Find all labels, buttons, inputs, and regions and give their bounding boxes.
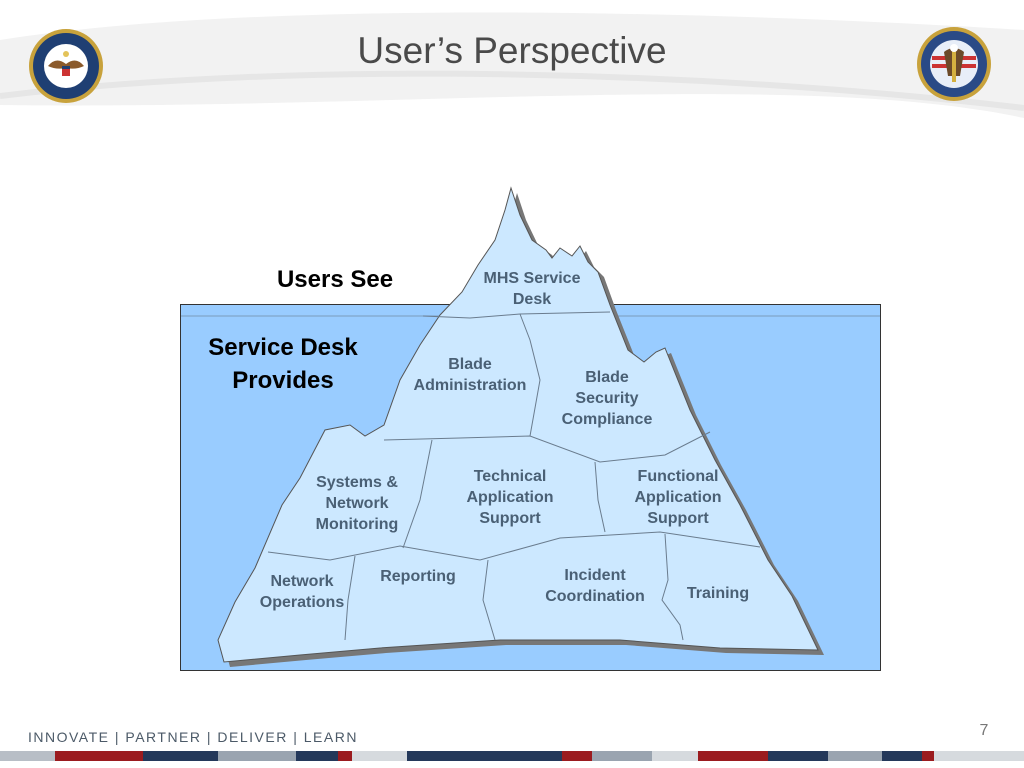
network-operations-line-1: Network <box>270 573 334 590</box>
technical-application-support-block: Technical Application Support <box>445 466 575 529</box>
incident-coordination-line-1: Incident <box>564 567 626 584</box>
mhs-service-desk-block: MHS Service Desk <box>467 268 597 310</box>
incident-coordination-block: Incident Coordination <box>530 565 660 607</box>
service-desk-provides-label: Service Desk Provides <box>188 331 378 397</box>
functional-application-support-line-2: Application <box>634 489 722 506</box>
service-desk-provides-line-2: Provides <box>232 367 334 394</box>
service-desk-provides-line-1: Service Desk <box>208 334 358 361</box>
network-operations-block: Network Operations <box>242 571 362 613</box>
systems-network-monitoring-line-1: Systems & <box>316 474 398 491</box>
functional-application-support-line-1: Functional <box>637 468 719 485</box>
blade-administration-line-1: Blade <box>448 356 492 373</box>
training-line-1: Training <box>686 585 750 602</box>
functional-application-support-block: Functional Application Support <box>613 466 743 529</box>
page-number: 7 <box>979 722 989 739</box>
users-see-label: Users See <box>276 266 394 293</box>
technical-application-support-line-1: Technical <box>473 468 547 485</box>
mhs-service-desk-line-1: MHS Service <box>483 270 581 287</box>
systems-network-monitoring-line-3: Monitoring <box>315 516 399 533</box>
department-of-defense-seal-icon <box>28 28 104 104</box>
blade-security-compliance-line-1: Blade <box>585 369 629 386</box>
blade-security-compliance-block: Blade Security Compliance <box>542 367 672 430</box>
functional-application-support-line-3: Support <box>647 510 709 527</box>
iceberg <box>217 186 819 663</box>
blade-security-compliance-line-3: Compliance <box>561 411 653 428</box>
header-swoosh <box>0 12 1024 118</box>
systems-network-monitoring-line-2: Network <box>325 495 389 512</box>
incident-coordination-line-2: Coordination <box>545 588 645 605</box>
blade-administration-line-2: Administration <box>413 377 527 394</box>
network-operations-line-2: Operations <box>259 594 345 611</box>
technical-application-support-line-2: Application <box>466 489 554 506</box>
footer-stripe <box>0 751 1024 761</box>
mhs-service-desk-line-2: Desk <box>512 291 552 308</box>
systems-network-monitoring-block: Systems & Network Monitoring <box>292 472 422 535</box>
blade-security-compliance-line-2: Security <box>575 390 639 407</box>
footer-motto: INNOVATE | PARTNER | DELIVER | LEARN <box>28 729 358 745</box>
slide-title: User’s Perspective <box>357 30 667 71</box>
training-block: Training <box>668 583 768 604</box>
military-health-system-seal-icon <box>916 26 992 102</box>
technical-application-support-line-3: Support <box>479 510 541 527</box>
blade-administration-block: Blade Administration <box>400 354 540 396</box>
reporting-block: Reporting <box>358 566 478 587</box>
reporting-line-1: Reporting <box>380 568 456 585</box>
